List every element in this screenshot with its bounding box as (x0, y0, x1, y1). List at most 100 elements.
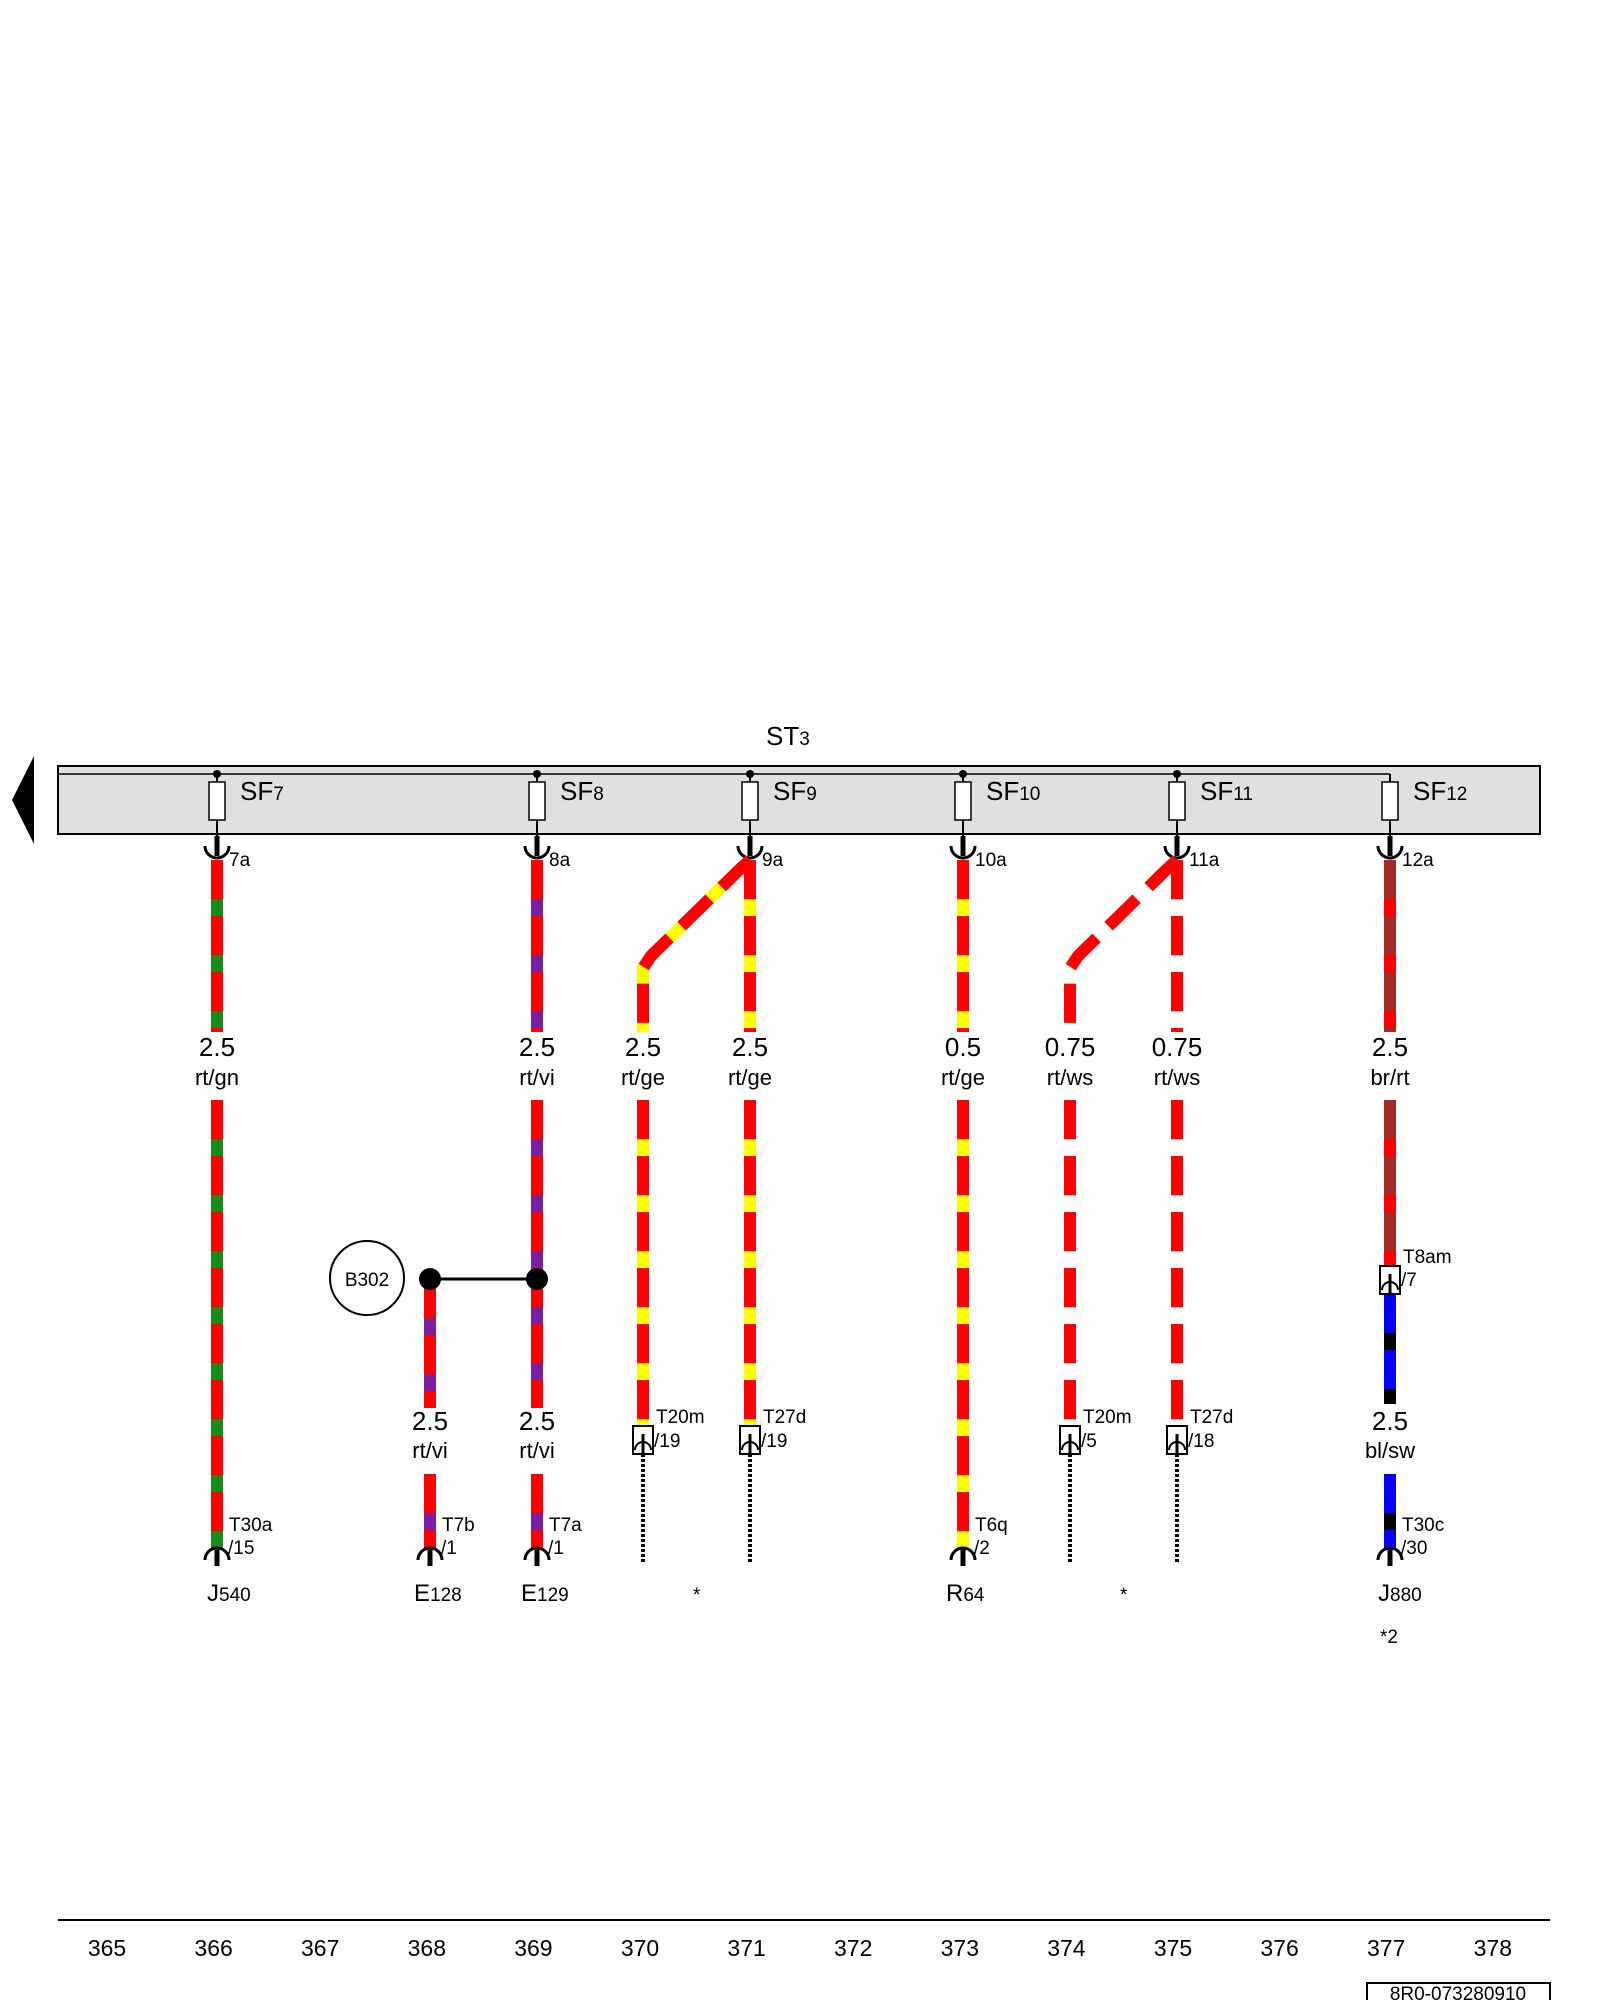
fuse-label: SF12 (1413, 776, 1467, 806)
connector-pin: /2 (974, 1538, 990, 1559)
column-number: 374 (1047, 1935, 1086, 1961)
component-e129[interactable]: E129 (521, 1580, 569, 1607)
column-number: 369 (514, 1935, 552, 1961)
svg-text:0.5: 0.5 (945, 1032, 981, 1062)
connector-name: T27d (1190, 1407, 1233, 1428)
connector-name: T8am (1403, 1247, 1452, 1268)
fuse-label: SF7 (240, 776, 284, 806)
component-j540[interactable]: J540 (207, 1580, 251, 1607)
connector-t27d-18[interactable]: T27d /18 (1166, 1407, 1233, 1455)
connector-name: T20m (656, 1407, 705, 1428)
svg-text:br/rt: br/rt (1370, 1065, 1409, 1090)
svg-text:2.5: 2.5 (412, 1406, 448, 1436)
connector-t27d-19[interactable]: T27d /19 (739, 1407, 806, 1455)
connector-name: T7b (442, 1515, 475, 1536)
back-arrow-icon[interactable] (12, 756, 34, 844)
plug-t7a-1[interactable]: T7a /1 (523, 1515, 582, 1566)
svg-text:2.5: 2.5 (625, 1032, 661, 1062)
connector-t8am-7[interactable]: T8am /7 (1379, 1247, 1452, 1295)
fuse-sf11[interactable]: SF11 (1168, 770, 1253, 840)
fuse-sf12[interactable]: SF12 (1381, 774, 1467, 840)
svg-text:rt/vi: rt/vi (412, 1438, 447, 1463)
column-number: 378 (1474, 1935, 1512, 1961)
footnote-mark: *2 (1380, 1627, 1398, 1648)
svg-text:2.5: 2.5 (1372, 1032, 1408, 1062)
svg-text:0.75: 0.75 (1152, 1032, 1203, 1062)
connector-name: T6q (975, 1515, 1008, 1536)
socket-11a: 11a (1163, 836, 1220, 871)
svg-text:rt/ge: rt/ge (621, 1065, 665, 1090)
fuse-label: SF10 (986, 776, 1040, 806)
splice-node (419, 1268, 441, 1290)
fuse-sf7[interactable]: SF7 (208, 770, 284, 840)
svg-text:rt/ge: rt/ge (728, 1065, 772, 1090)
socket-8a: 8a (523, 836, 571, 871)
column-number: 372 (834, 1935, 872, 1961)
socket-9a: 9a (736, 836, 784, 871)
connector-pin: /19 (654, 1431, 680, 1452)
svg-text:0.75: 0.75 (1045, 1032, 1096, 1062)
connector-name: T7a (549, 1515, 582, 1536)
plug-t30c-30[interactable]: T30c /30 (1376, 1515, 1444, 1566)
splice-node (526, 1268, 548, 1290)
socket-7a: 7a (203, 836, 251, 871)
connector-name: T30c (1402, 1515, 1444, 1536)
wire-label-377-lower: 2.5 bl/sw (1365, 1406, 1415, 1463)
connector-pin: /7 (1401, 1270, 1417, 1291)
ground-point-label: B302 (345, 1270, 389, 1291)
connector-name: T27d (763, 1407, 806, 1428)
svg-text:rt/gn: rt/gn (195, 1065, 239, 1090)
connector-pin: /15 (228, 1538, 254, 1559)
component-r64[interactable]: R64 (946, 1580, 985, 1607)
svg-text:2.5: 2.5 (199, 1032, 235, 1062)
fuse-icon (1381, 781, 1399, 821)
ground-point-b302[interactable]: B302 (329, 1240, 405, 1316)
connector-name: T30a (229, 1515, 273, 1536)
socket-10a: 10a (949, 836, 1007, 871)
svg-text:rt/ws: rt/ws (1154, 1065, 1200, 1090)
connector-t20m-19[interactable]: T20m /19 (632, 1407, 705, 1455)
wire-label-368: 2.5 rt/vi (412, 1406, 448, 1463)
fuse-icon (1168, 781, 1186, 821)
fuse-icon (528, 781, 546, 821)
svg-text:rt/ws: rt/ws (1047, 1065, 1093, 1090)
fuse-sf10[interactable]: SF10 (954, 770, 1040, 840)
column-number: 371 (727, 1935, 765, 1961)
plug-t30a-15[interactable]: T30a /15 (203, 1515, 273, 1566)
connector-pin: /18 (1188, 1431, 1214, 1452)
fuse-sf9[interactable]: SF9 (741, 770, 817, 840)
component-e128[interactable]: E128 (414, 1580, 462, 1607)
wire-layer (211, 855, 1396, 1562)
wire-label-374: 0.75 rt/ws (1045, 1032, 1096, 1090)
connector-pin: /30 (1401, 1538, 1427, 1559)
document-id: 8R0-073280910 (1390, 1984, 1526, 2000)
column-number: 377 (1367, 1935, 1405, 1961)
wire-label-sf11: 0.75 rt/ws (1152, 1032, 1203, 1090)
plug-t7b-1[interactable]: T7b /1 (416, 1515, 475, 1566)
column-number: 366 (194, 1935, 232, 1961)
socket-12a: 12a (1376, 836, 1434, 871)
column-number: 375 (1154, 1935, 1192, 1961)
svg-text:rt/vi: rt/vi (519, 1065, 554, 1090)
column-number: 370 (621, 1935, 659, 1961)
document-id-box: 8R0-073280910 (1366, 1982, 1551, 2000)
plug-t6q-2[interactable]: T6q /2 (949, 1515, 1008, 1566)
svg-text:bl/sw: bl/sw (1365, 1438, 1415, 1463)
pin-label: 11a (1189, 850, 1220, 871)
svg-text:2.5: 2.5 (519, 1406, 555, 1436)
pin-label: 10a (975, 850, 1007, 871)
pin-label: 9a (762, 850, 784, 871)
pin-label: 12a (1402, 850, 1434, 871)
component-j880[interactable]: J880 (1378, 1580, 1422, 1607)
svg-text:rt/vi: rt/vi (519, 1438, 554, 1463)
column-number: 373 (941, 1935, 979, 1961)
connector-t20m-5[interactable]: T20m /5 (1059, 1407, 1132, 1455)
column-number: 368 (408, 1935, 446, 1961)
connector-name: T20m (1083, 1407, 1132, 1428)
connector-pin: /1 (548, 1538, 564, 1559)
column-number: 365 (88, 1935, 126, 1961)
component-asterisk: * (693, 1585, 701, 1606)
wire-label-369-lower: 2.5 rt/vi (519, 1406, 555, 1463)
wire-label-370: 2.5 rt/ge (621, 1032, 665, 1090)
